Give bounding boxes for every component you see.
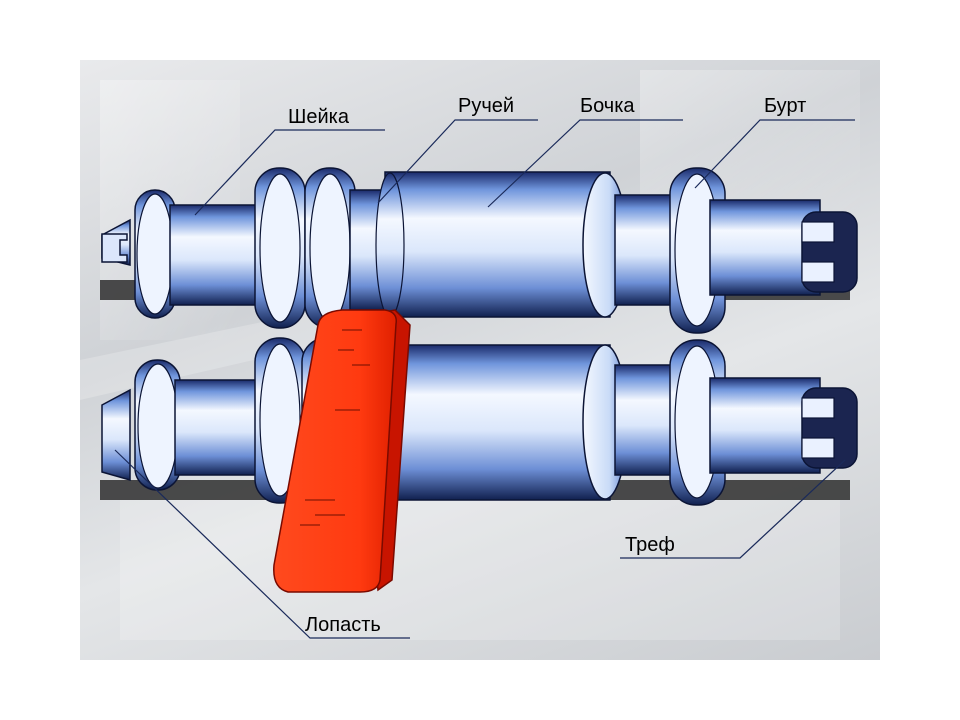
label-ruchey: Ручей (458, 95, 515, 117)
label-tref: Треф (625, 534, 675, 556)
bottom-roll-barrel (384, 344, 611, 501)
diagram-canvas: Шейка Ручей Бочка Бурт Треф Лопасть (80, 60, 880, 660)
bottom-roll-neck (174, 379, 266, 476)
label-burt: Бурт (764, 95, 807, 117)
top-roll (100, 167, 858, 334)
label-bochka: Бочка (580, 95, 635, 117)
label-sheyka: Шейка (288, 106, 349, 128)
label-lopast: Лопасть (305, 614, 381, 636)
hot-billet (273, 309, 411, 593)
top-roll-neck (169, 204, 261, 306)
bottom-roll-wobbler-left (101, 388, 131, 481)
leader-lines (114, 119, 855, 639)
rolling-mill-rolls-illustration (80, 70, 860, 640)
top-roll-barrel (384, 171, 611, 318)
